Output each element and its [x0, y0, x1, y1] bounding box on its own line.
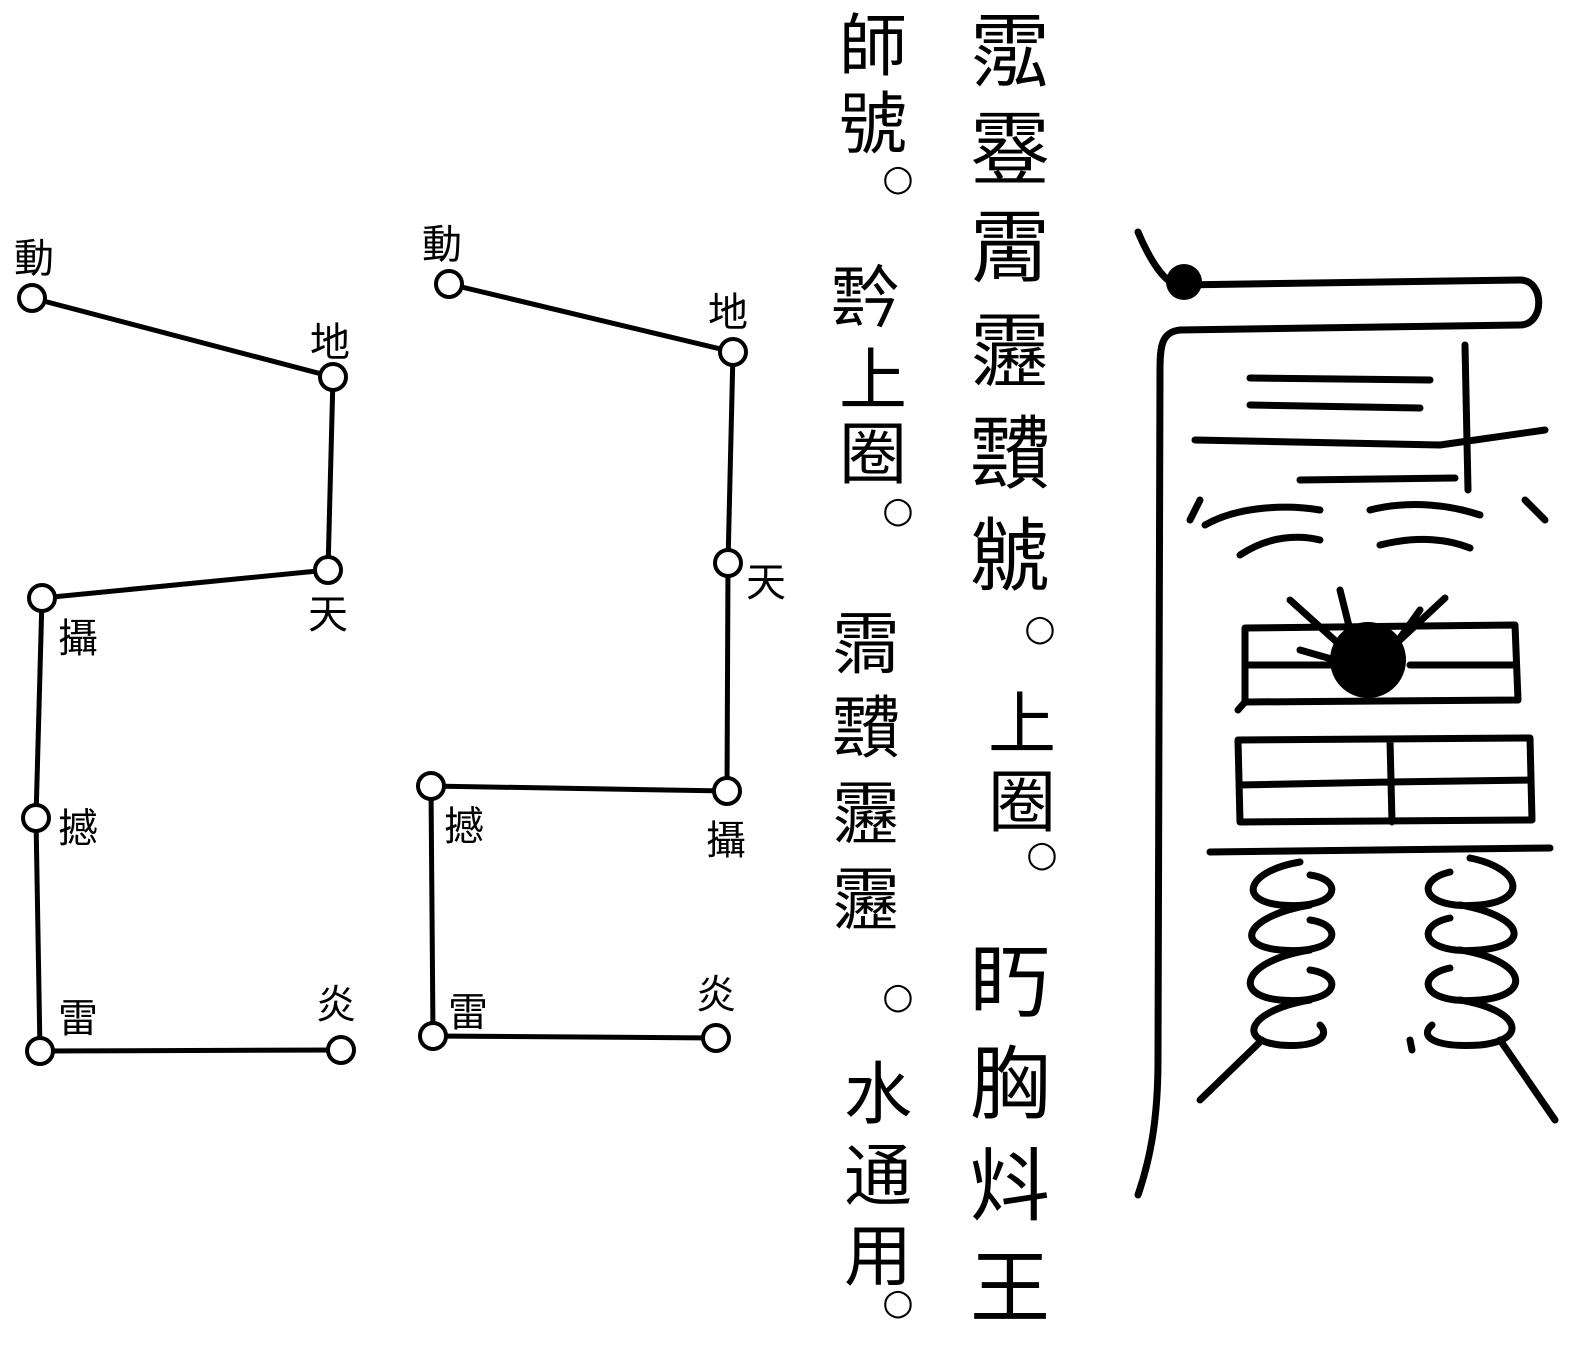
col1-char-3: 靋	[970, 306, 1050, 399]
col1-char-0: 霐	[970, 6, 1050, 99]
talisman-row-2e	[1296, 474, 1459, 484]
diagram-a-labels: 動 地 天 攝 撼 雷 炎	[14, 236, 356, 1042]
diagram-b-label-she: 攝	[706, 818, 746, 864]
diagram-b-node-she	[712, 776, 742, 806]
col2c-char-3: 靋	[832, 862, 900, 941]
col1-char-5: 虩	[970, 510, 1050, 603]
diagram-a-label-lei: 雷	[58, 996, 98, 1042]
diagram-a-node-lei	[25, 1036, 55, 1066]
diagram-a-path	[31, 295, 342, 1054]
diagram-b-label-han: 撼	[444, 804, 484, 850]
talisman-rays	[1286, 586, 1449, 664]
diagram-a-nodes	[17, 283, 356, 1066]
col2-char-2: ○	[882, 158, 913, 199]
col2d-char-1: 通	[844, 1138, 912, 1217]
talisman-row-1c	[1191, 426, 1549, 449]
col1-char-6: ○	[1024, 608, 1055, 649]
talisman-coil-left	[1196, 858, 1336, 1104]
diagram-b-node-tian	[713, 548, 743, 578]
diagram-a-label-she: 攝	[58, 616, 98, 662]
col1b-char-1: 圈	[988, 764, 1056, 843]
col2d-char-0: 水	[844, 1056, 912, 1135]
diagram-b	[428, 281, 736, 1041]
col1c-char-2: 炓	[970, 1140, 1050, 1233]
text-column-1: 霐 霯 霌 靋 靅 虩 ○ 上 圈 ○ 䀎 胸 炓 王	[970, 6, 1058, 1335]
talisman-row-2b	[1236, 533, 1324, 559]
diagram-b-label-tian: 天	[746, 560, 786, 606]
talisman-row-2f	[1186, 496, 1549, 524]
diagram-a-label-di: 地	[310, 320, 350, 366]
diagram-a-label-yan: 炎	[316, 982, 356, 1028]
talisman-grid-2	[1234, 734, 1536, 826]
diagram-b-node-di	[718, 337, 748, 367]
diagram-a-node-han	[21, 803, 51, 833]
col1b-char-2: ○	[1026, 834, 1057, 875]
diagram-a	[31, 295, 342, 1054]
diagram-a-node-tian	[313, 555, 343, 585]
col2-char-1: 號	[839, 86, 907, 165]
col2b-char-1: 上	[839, 342, 907, 421]
col2b-char-2: 圈	[839, 416, 907, 495]
col2c-char-0: 霘	[832, 606, 900, 685]
col2d-char-3: ○	[882, 1282, 913, 1323]
talisman-coil-right-tail	[1406, 1036, 1416, 1054]
diagram-a-label-tian: 天	[308, 592, 348, 638]
diagram-b-label-di: 地	[708, 290, 748, 336]
talisman-grid-1	[1234, 621, 1522, 714]
talisman-central-dot	[1330, 622, 1406, 698]
diagram-b-label-yan: 炎	[696, 972, 736, 1018]
diagram-b-node-han	[416, 771, 446, 801]
diagram-b-labels: 動 地 天 攝 撼 雷 炎	[422, 222, 786, 1036]
talisman-grid-2-base	[1206, 844, 1554, 856]
talisman-row-2a	[1201, 503, 1324, 529]
diagram-a-node-she	[27, 583, 57, 613]
diagram-a-label-han: 撼	[58, 806, 98, 852]
diagram-a-node-dong	[17, 283, 47, 313]
diagram-b-nodes	[416, 269, 748, 1053]
col1-char-2: 霌	[970, 202, 1050, 295]
talisman-row-2d	[1376, 535, 1474, 552]
col1-char-4: 靅	[970, 408, 1050, 501]
diagram-b-path	[428, 281, 736, 1041]
talisman-top-dot	[1166, 264, 1202, 300]
col1-char-1: 霯	[970, 104, 1050, 197]
talisman-row-1b	[1246, 401, 1424, 412]
talisman-row-1a	[1246, 374, 1434, 384]
col1c-char-3: 王	[970, 1242, 1050, 1335]
col1c-char-1: 胸	[970, 1038, 1050, 1131]
col1c-char-0: 䀎	[970, 936, 1050, 1029]
col2-char-0: 師	[839, 8, 907, 87]
talisman-center-vertical	[1461, 341, 1472, 494]
talisman-coil-right	[1424, 854, 1559, 1124]
col2c-char-2: 靋	[832, 776, 900, 855]
text-column-2: 師 號 ○ 霒 上 圈 ○ 霘 靅 靋 靋 ○ 水 通 用 ○	[831, 8, 914, 1323]
col2c-char-1: 靅	[832, 690, 900, 769]
col2c-char-4: ○	[882, 976, 913, 1017]
col1b-char-0: 上	[988, 686, 1056, 765]
diagram-a-node-di	[318, 362, 348, 392]
diagram-b-label-dong: 動	[422, 222, 462, 268]
diagram-b-node-yan	[701, 1023, 731, 1053]
col2b-char-3: ○	[882, 490, 913, 531]
talisman-glyph	[1134, 228, 1559, 1199]
diagram-b-label-lei: 雷	[448, 990, 488, 1036]
col2d-char-2: 用	[844, 1218, 912, 1297]
diagram-b-node-lei	[418, 1021, 448, 1051]
diagram-a-label-dong: 動	[14, 236, 54, 282]
col2b-char-0: 霒	[831, 260, 899, 339]
diagram-a-node-yan	[326, 1035, 356, 1065]
diagram-b-node-dong	[434, 269, 464, 299]
talisman-row-2c	[1366, 501, 1484, 519]
